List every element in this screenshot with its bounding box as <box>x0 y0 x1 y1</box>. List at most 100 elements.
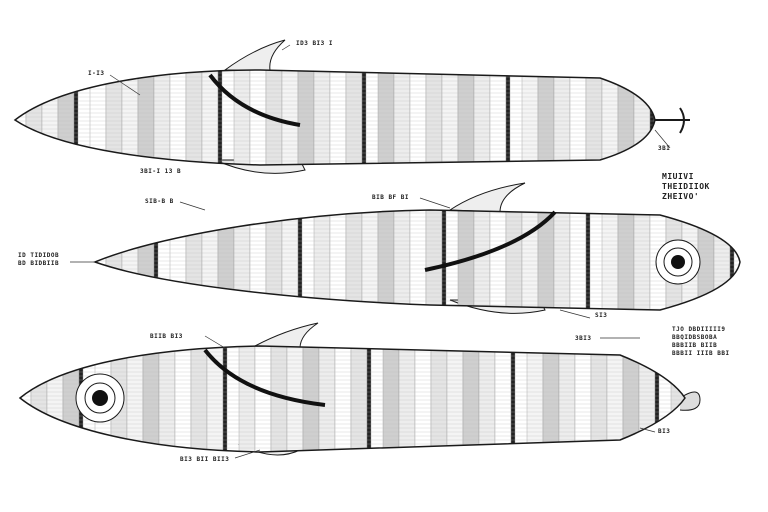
fish-middle <box>92 182 741 314</box>
body-stripe <box>393 70 411 165</box>
body-stripe <box>121 210 139 310</box>
body-stripe <box>409 70 427 165</box>
body-stripe <box>537 70 555 165</box>
body-stripe <box>425 70 443 165</box>
body-stripe <box>377 210 395 310</box>
body-stripe <box>446 346 464 452</box>
body-stripe <box>30 346 48 452</box>
body-stripe <box>382 346 400 452</box>
body-stripe <box>606 346 624 452</box>
body-stripe <box>505 210 523 310</box>
body-stripe <box>222 346 228 452</box>
annotation-block: TJO DBDIIIII9 BBQIDBSBOBA BBBIIB BIIB BB… <box>672 326 730 357</box>
body-stripe <box>233 210 251 310</box>
body-stripe <box>345 210 363 310</box>
body-stripe <box>542 346 560 452</box>
body-stripe <box>462 346 480 452</box>
body-stripe <box>633 70 651 165</box>
body-stripe <box>137 210 155 310</box>
body-stripe <box>409 210 427 310</box>
body-stripe <box>153 210 159 310</box>
body-stripe <box>345 70 363 165</box>
body-stripe <box>142 346 160 452</box>
body-stripe <box>441 70 459 165</box>
body-stripe <box>558 346 576 452</box>
body-stripe <box>553 70 571 165</box>
body-stripe <box>217 210 235 310</box>
body-stripe <box>169 70 187 165</box>
body-stripe <box>441 210 447 310</box>
body-stripe <box>414 346 432 452</box>
annotation: SI3 <box>595 312 608 319</box>
dorsal-fin <box>448 182 526 213</box>
annotation: ID TIDIDOB BD BIDBIIB <box>18 252 60 267</box>
body-stripe <box>25 70 43 165</box>
body-outline <box>92 209 741 311</box>
body-stripe <box>526 346 544 452</box>
annotation-block: MIUIVI THEIDIIOK ZHEIVO' <box>662 172 710 201</box>
body-outline <box>18 345 686 453</box>
tail <box>679 391 701 411</box>
body-stripe <box>249 210 267 310</box>
body-stripe <box>377 70 395 165</box>
body-stripe <box>57 70 75 165</box>
body-stripe <box>494 346 512 452</box>
body-stripe <box>89 70 107 165</box>
dorsal-fin <box>223 39 286 71</box>
annotation: BIB BF BI <box>372 194 410 201</box>
body-stripe <box>617 70 635 165</box>
body-stripe <box>505 70 511 165</box>
body-stripe <box>20 346 32 452</box>
body-stripe <box>185 70 203 165</box>
body-stripe <box>569 70 587 165</box>
body-stripe <box>169 210 187 310</box>
body-stripe <box>601 210 619 310</box>
black-stripe <box>203 348 326 407</box>
body-stripe <box>457 70 475 165</box>
body-stripe <box>158 346 176 452</box>
body-stripe <box>713 210 731 310</box>
tail <box>650 107 690 134</box>
annotation: BI3 <box>658 428 671 435</box>
fish-bottom <box>18 322 701 456</box>
body-stripe <box>233 70 251 165</box>
body-stripe <box>553 210 571 310</box>
body-stripe <box>329 70 347 165</box>
body-stripe <box>329 210 347 310</box>
body-stripe <box>73 70 79 165</box>
body-stripe <box>105 210 123 310</box>
annotation: 3BI <box>658 145 671 152</box>
body-stripe <box>729 210 735 310</box>
body-stripe <box>46 346 64 452</box>
annotation: 3BI-I 13 B <box>140 168 182 175</box>
body-stripe <box>297 70 315 165</box>
body-stripe <box>361 70 367 165</box>
body-stripe <box>617 210 635 310</box>
eye-icon <box>75 373 125 423</box>
body-stripe <box>430 346 448 452</box>
body-stripe <box>153 70 171 165</box>
body-stripe <box>41 70 59 165</box>
body-stripe <box>633 210 651 310</box>
body-stripe <box>334 346 352 452</box>
body-stripe <box>238 346 256 452</box>
body-stripe <box>281 70 299 165</box>
body-stripe <box>302 346 320 452</box>
body-stripe <box>473 70 491 165</box>
body-stripe <box>473 210 491 310</box>
body-stripe <box>361 210 379 310</box>
body-stripe <box>393 210 411 310</box>
body-stripe <box>585 210 591 310</box>
body-stripe <box>313 70 331 165</box>
body-stripe <box>201 210 219 310</box>
body-stripe <box>489 70 507 165</box>
body-stripe <box>185 210 203 310</box>
body-stripe <box>510 346 516 452</box>
body-stripe <box>281 210 299 310</box>
black-stripe <box>208 73 301 127</box>
annotation: ID3 BI3 I <box>296 40 334 47</box>
body-outline <box>13 69 656 166</box>
body-stripe <box>137 70 155 165</box>
annotation: SIB-B B <box>145 198 174 205</box>
